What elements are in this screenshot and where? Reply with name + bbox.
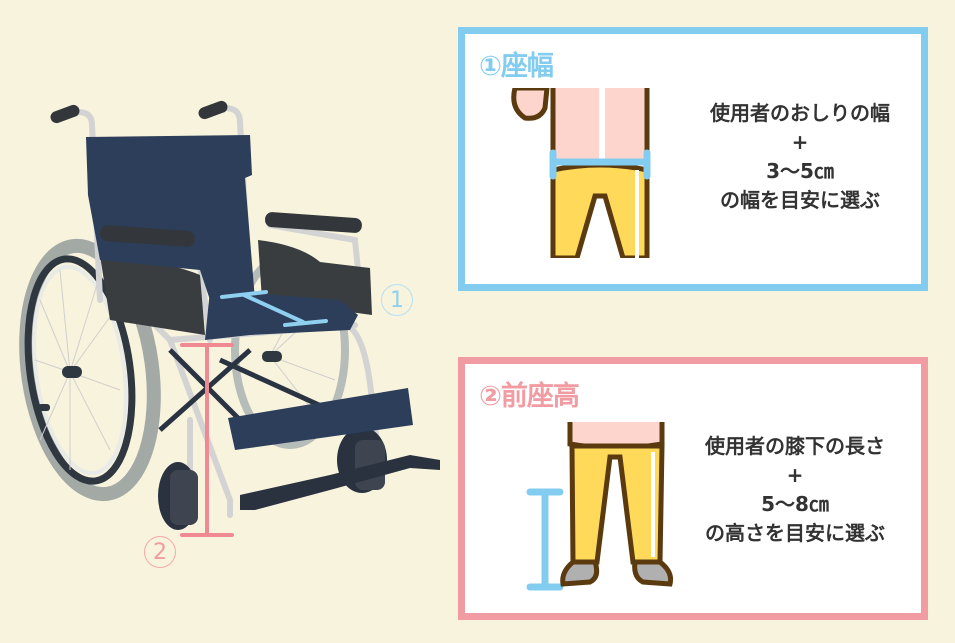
desc-line: 3〜5㎝: [766, 159, 834, 183]
marker-1-label: 1: [381, 284, 413, 316]
seat-height-marker: [180, 343, 234, 537]
seat-width-description: 使用者のおしりの幅 + 3〜5㎝ の幅を目安に選ぶ: [675, 99, 925, 215]
front-seat-height-description: 使用者の膝下の長さ + 5〜8㎝ の高さを目安に選ぶ: [670, 432, 920, 548]
marker-2-label: 2: [144, 536, 176, 568]
desc-line: +: [791, 130, 809, 154]
desc-line: +: [786, 463, 804, 487]
backrest: [86, 135, 255, 300]
leg-strap: [228, 388, 413, 450]
front-seat-height-panel: ②前座高 使用者の膝下の長さ + 5〜8㎝ の高さを目安に選ぶ: [458, 357, 928, 620]
desc-line: の高さを目安に選ぶ: [705, 521, 885, 545]
wheelchair-illustration: [19, 100, 440, 537]
desc-line: 使用者の膝下の長さ: [705, 434, 885, 458]
desc-line: 使用者のおしりの幅: [710, 101, 890, 125]
seat: [205, 290, 358, 340]
seat-width-panel: ①座幅 使用者のおしりの幅 + 3〜5㎝ の幅を目安に選ぶ: [458, 27, 928, 291]
rear-wheel: [19, 238, 161, 502]
person-hips-figure: [511, 88, 651, 258]
panel-title: ①座幅: [479, 51, 554, 82]
seat-width-marker: [220, 290, 328, 327]
desc-line: の幅を目安に選ぶ: [720, 188, 880, 212]
desc-line: 5〜8㎝: [761, 492, 829, 516]
panel-title: ②前座高: [479, 381, 580, 412]
person-legs-figure: [526, 422, 673, 591]
